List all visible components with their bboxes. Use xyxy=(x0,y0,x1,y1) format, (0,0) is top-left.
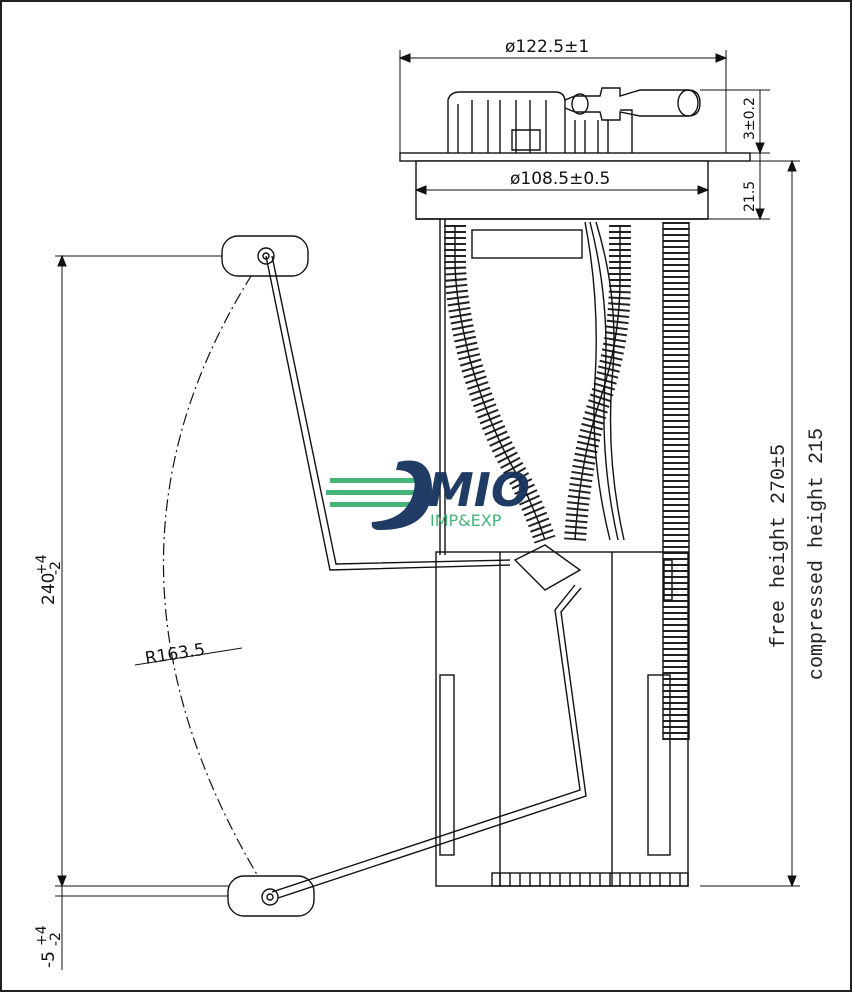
compressed-height-note: compressed height 215 xyxy=(806,428,829,680)
radius-leader xyxy=(134,647,243,666)
logo-stripe xyxy=(326,490,420,495)
svg-text:free height 270±5: free height 270±5 xyxy=(768,444,791,648)
float-travel-label: 240 +4 -2 xyxy=(34,554,64,605)
pump-body xyxy=(435,219,690,887)
float-arm xyxy=(221,235,587,917)
logo-swoosh xyxy=(371,460,432,530)
float-radius-label: R163.5 xyxy=(144,640,207,669)
flange-diameter-label: ø122.5±1 xyxy=(505,37,589,57)
float-low-offset-label: -5 +4 -2 xyxy=(34,925,64,968)
svg-text:21.5: 21.5 xyxy=(742,181,758,212)
svg-text:-2: -2 xyxy=(48,561,64,575)
svg-text:+4: +4 xyxy=(34,554,50,575)
logo-subtitle: IMP&EXP xyxy=(430,511,502,530)
company-logo: MIO IMP&EXP xyxy=(326,460,530,530)
flange-assembly xyxy=(399,87,751,220)
neck-diameter-label: ø108.5±0.5 xyxy=(510,169,610,189)
svg-text:compressed height 215: compressed height 215 xyxy=(806,428,829,680)
svg-text:-2: -2 xyxy=(48,932,64,946)
logo-wordmark: MIO xyxy=(428,463,530,517)
float-travel-arc xyxy=(162,255,271,897)
dimension-lines xyxy=(55,50,800,970)
svg-text:3±0.2: 3±0.2 xyxy=(742,97,758,140)
svg-text:R163.5: R163.5 xyxy=(144,640,207,669)
svg-text:-5: -5 xyxy=(39,951,59,968)
svg-text:+4: +4 xyxy=(34,925,50,946)
free-height-note: free height 270±5 xyxy=(768,444,791,648)
svg-text:240: 240 xyxy=(39,573,59,605)
logo-stripe xyxy=(330,502,420,507)
flange-thickness-label: 21.5 xyxy=(742,181,758,212)
flange-top-height-label: 3±0.2 xyxy=(742,97,758,140)
logo-stripe xyxy=(330,478,420,483)
